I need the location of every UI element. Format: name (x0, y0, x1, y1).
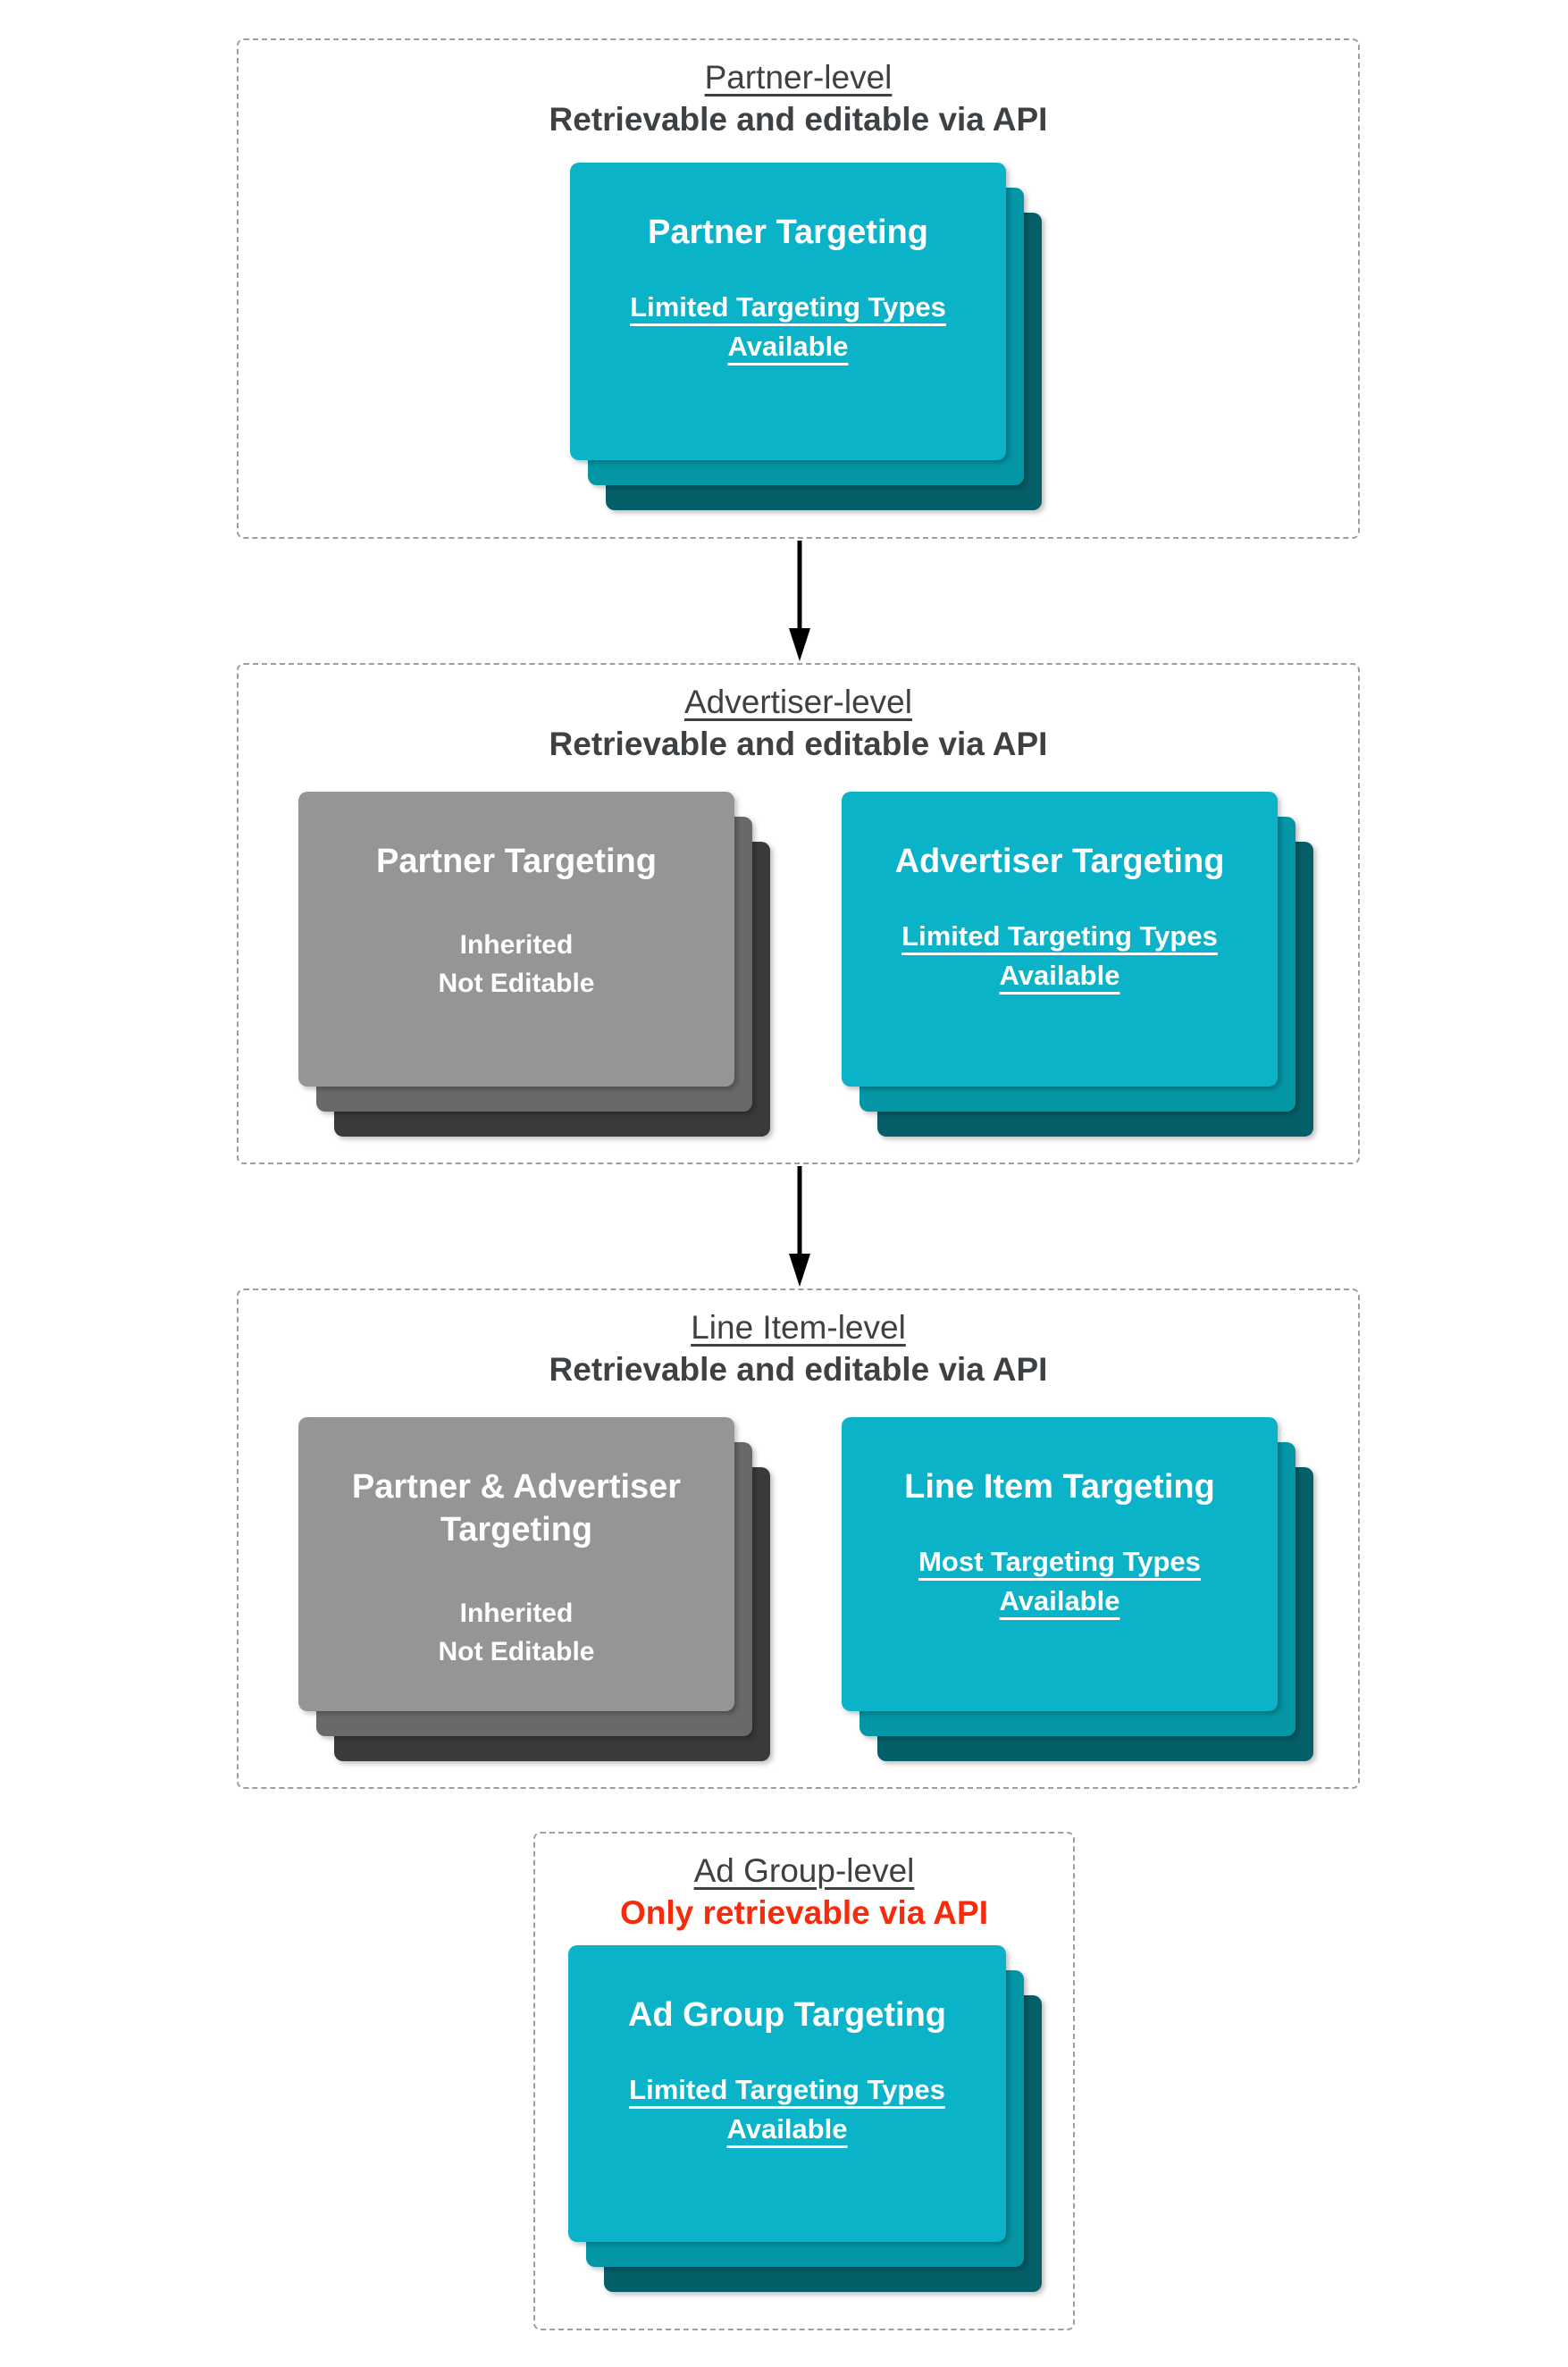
section-title: Line Item-level (691, 1309, 906, 1346)
section-subtitle: Only retrievable via API (620, 1894, 988, 1931)
arrow-down-icon (789, 1166, 810, 1287)
card-subtitle: Inherited Not Editable (438, 1599, 595, 1666)
section-title: Advertiser-level (684, 684, 912, 720)
inherited-partner-advertiser-targeting-card-stack: Partner & Advertiser Targeting Inherited… (298, 1417, 770, 1761)
section-header: Ad Group-level Only retrievable via API (535, 1851, 1073, 1933)
section-header: Partner-level Retrievable and editable v… (239, 58, 1358, 139)
inherited-partner-advertiser-targeting-card: Partner & Advertiser Targeting Inherited… (298, 1417, 734, 1711)
card-subtitle: Limited Targeting Types Available (901, 920, 1218, 991)
partner-targeting-card-stack: Partner Targeting Limited Targeting Type… (570, 163, 1042, 510)
section-subtitle: Retrievable and editable via API (549, 1351, 1048, 1388)
card-title: Partner Targeting (376, 843, 657, 880)
inherited-partner-targeting-card: Partner Targeting Inherited Not Editable (298, 792, 734, 1087)
card-title: Ad Group Targeting (627, 1996, 947, 2034)
card-subtitle: Limited Targeting Types Available (629, 2074, 945, 2145)
section-header: Line Item-level Retrievable and editable… (239, 1308, 1358, 1389)
card-title: Line Item Targeting (904, 1468, 1215, 1506)
section-advertiser-level: Advertiser-level Retrievable and editabl… (237, 663, 1360, 1164)
card-subtitle: Limited Targeting Types Available (630, 291, 946, 362)
card-subtitle: Inherited Not Editable (438, 930, 595, 998)
section-line-item-level: Line Item-level Retrievable and editable… (237, 1288, 1360, 1789)
line-item-targeting-card: Line Item Targeting Most Targeting Types… (842, 1417, 1278, 1711)
card-title: Advertiser Targeting (894, 843, 1225, 880)
section-partner-level: Partner-level Retrievable and editable v… (237, 38, 1360, 539)
section-subtitle: Retrievable and editable via API (549, 726, 1048, 762)
advertiser-targeting-card-stack: Advertiser Targeting Limited Targeting T… (842, 792, 1313, 1137)
section-title: Partner-level (704, 59, 893, 96)
section-header: Advertiser-level Retrievable and editabl… (239, 683, 1358, 764)
ad-group-targeting-card-stack: Ad Group Targeting Limited Targeting Typ… (568, 1945, 1042, 2292)
advertiser-targeting-card: Advertiser Targeting Limited Targeting T… (842, 792, 1278, 1087)
partner-targeting-card: Partner Targeting Limited Targeting Type… (570, 163, 1006, 460)
card-title: Partner Targeting (648, 214, 928, 251)
section-ad-group-level: Ad Group-level Only retrievable via API … (533, 1832, 1075, 2330)
card-title: Partner & Advertiser Targeting (351, 1468, 682, 1549)
inherited-partner-targeting-card-stack: Partner Targeting Inherited Not Editable (298, 792, 770, 1137)
card-subtitle: Most Targeting Types Available (918, 1546, 1201, 1616)
section-subtitle: Retrievable and editable via API (549, 101, 1048, 138)
ad-group-targeting-card: Ad Group Targeting Limited Targeting Typ… (568, 1945, 1006, 2242)
line-item-targeting-card-stack: Line Item Targeting Most Targeting Types… (842, 1417, 1313, 1761)
arrow-down-icon (789, 541, 810, 661)
section-title: Ad Group-level (693, 1852, 915, 1889)
